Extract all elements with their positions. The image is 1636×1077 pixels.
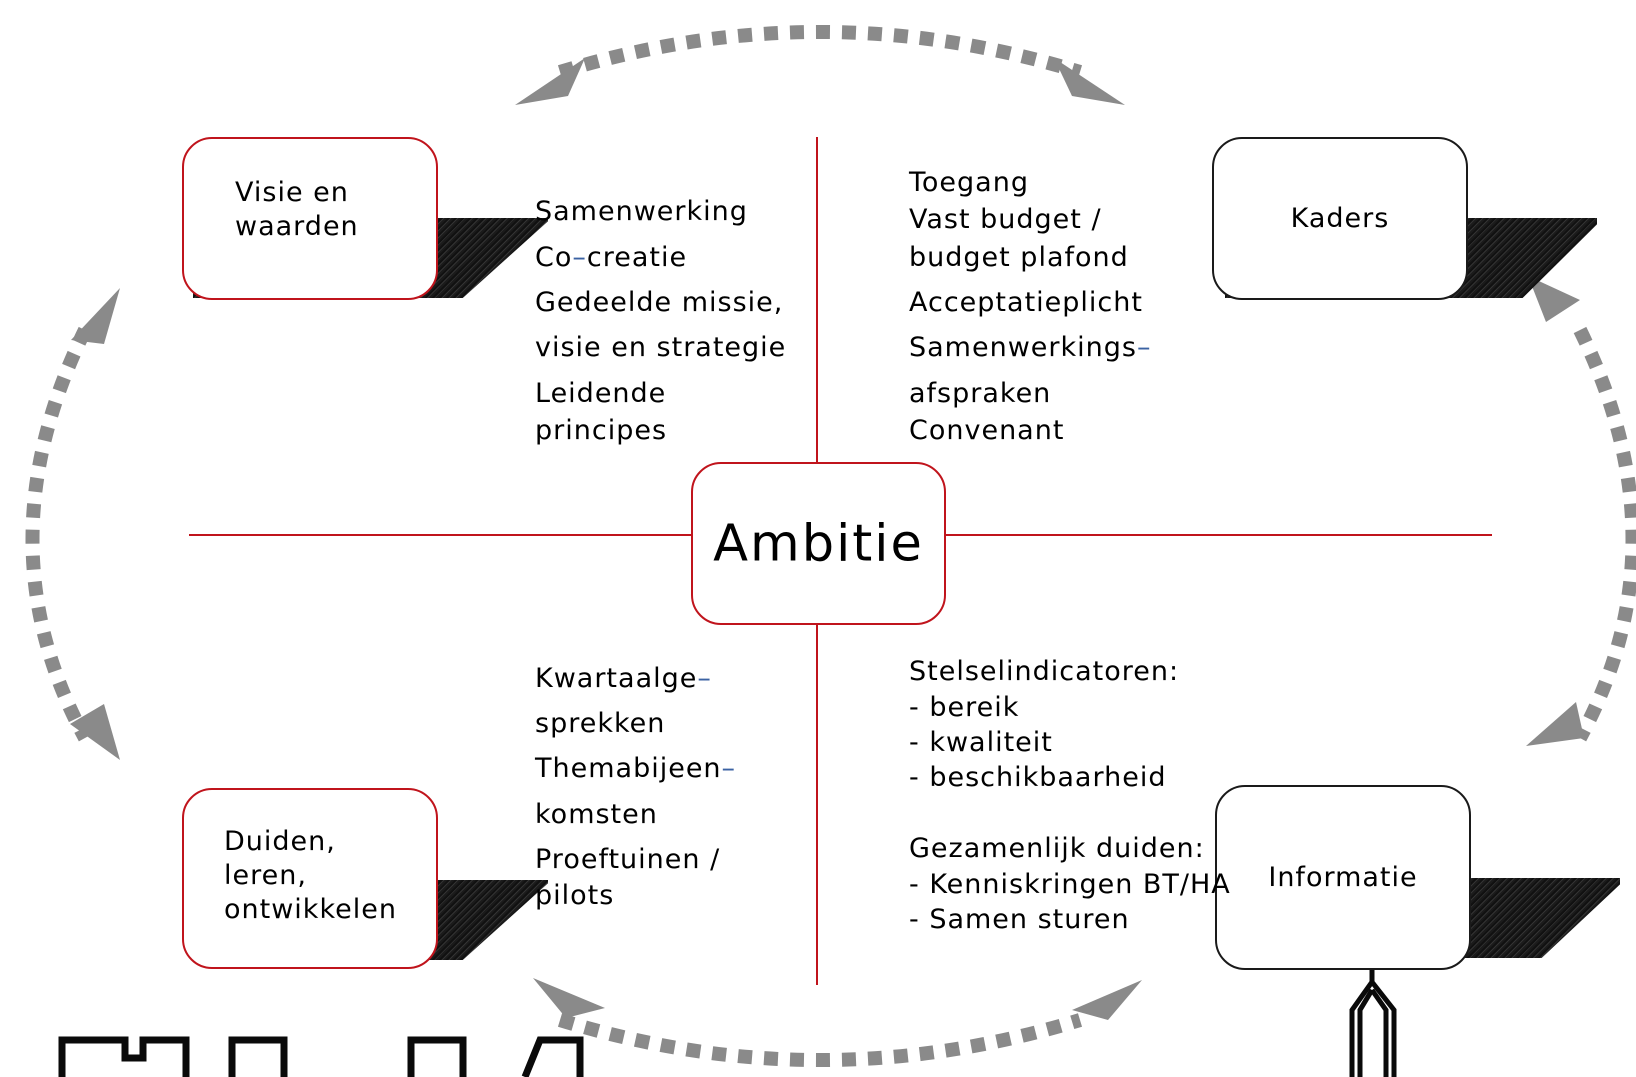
line-break-hyphen: – <box>1136 332 1152 363</box>
text-line: Gezamenlijk duiden: <box>909 833 1205 864</box>
text-line: Stelselindicatoren: <box>909 656 1180 687</box>
text-line: Convenant <box>909 415 1065 446</box>
dashed-double-arrow-icon <box>533 978 1142 1067</box>
visie-en-waarden-box: Visie en waarden <box>182 137 438 300</box>
text-line: Leidende <box>535 378 667 409</box>
text-line: - bereik <box>909 692 1020 723</box>
building-icon <box>58 1036 584 1077</box>
text-line: Samenwerkings– <box>909 331 1151 365</box>
text-line: pilots <box>535 880 615 911</box>
text-line-part: Co <box>535 242 573 273</box>
duiden-line-1: Duiden, <box>224 826 336 857</box>
text-line: Vast budget / <box>909 204 1102 235</box>
text-line-part: Kwartaalge <box>535 663 698 694</box>
visie-line-2: waarden <box>235 211 359 242</box>
text-line: principes <box>535 415 668 446</box>
duiden-line-2: leren, <box>224 860 307 891</box>
church-tower-icon <box>1349 968 1397 1077</box>
text-line: visie en strategie <box>535 332 787 363</box>
duiden-leren-ontwikkelen-box: Duiden, leren, ontwikkelen <box>182 788 438 969</box>
duiden-label: Duiden, leren, ontwikkelen <box>224 825 397 927</box>
line-break-hyphen: – <box>697 663 712 694</box>
line-break-hyphen: – <box>721 753 737 784</box>
text-line: budget plafond <box>909 242 1129 273</box>
text-line: Acceptatieplicht <box>909 287 1143 318</box>
kaders-box: Kaders <box>1212 137 1468 300</box>
text-line: Kwartaalge– <box>535 662 712 696</box>
text-line: - Kenniskringen BT/HA <box>909 869 1231 900</box>
text-line: Samenwerking <box>535 196 748 227</box>
text-line: Co–creatie <box>535 241 687 275</box>
text-line: - beschikbaarheid <box>909 762 1167 793</box>
text-line: afspraken <box>909 378 1052 409</box>
text-line: Toegang <box>909 167 1029 198</box>
dashed-double-arrow-icon <box>25 288 120 760</box>
ambitie-label: Ambitie <box>713 514 924 573</box>
text-line: - kwaliteit <box>909 727 1053 758</box>
text-line: Themabijeen– <box>535 752 736 786</box>
informatie-box: Informatie <box>1215 785 1471 970</box>
text-line: Proeftuinen / <box>535 844 721 875</box>
text-line: sprekken <box>535 708 666 739</box>
informatie-label: Informatie <box>1268 861 1418 893</box>
visie-line-1: Visie en <box>235 177 349 208</box>
text-line-part: Samenwerkings <box>909 332 1137 363</box>
line-break-hyphen: – <box>572 242 587 273</box>
text-line: Gedeelde missie, <box>535 287 784 318</box>
text-line-part: creatie <box>586 242 688 273</box>
visie-en-waarden-label: Visie en waarden <box>235 176 359 244</box>
text-line: komsten <box>535 799 658 830</box>
duiden-line-3: ontwikkelen <box>224 894 397 925</box>
dashed-double-arrow-icon <box>1526 276 1636 746</box>
dashed-double-arrow-icon <box>515 25 1125 105</box>
ambitie-box: Ambitie <box>691 462 946 625</box>
text-line: - Samen sturen <box>909 904 1130 935</box>
kaders-label: Kaders <box>1290 202 1390 234</box>
text-line-part: Themabijeen <box>535 753 722 784</box>
